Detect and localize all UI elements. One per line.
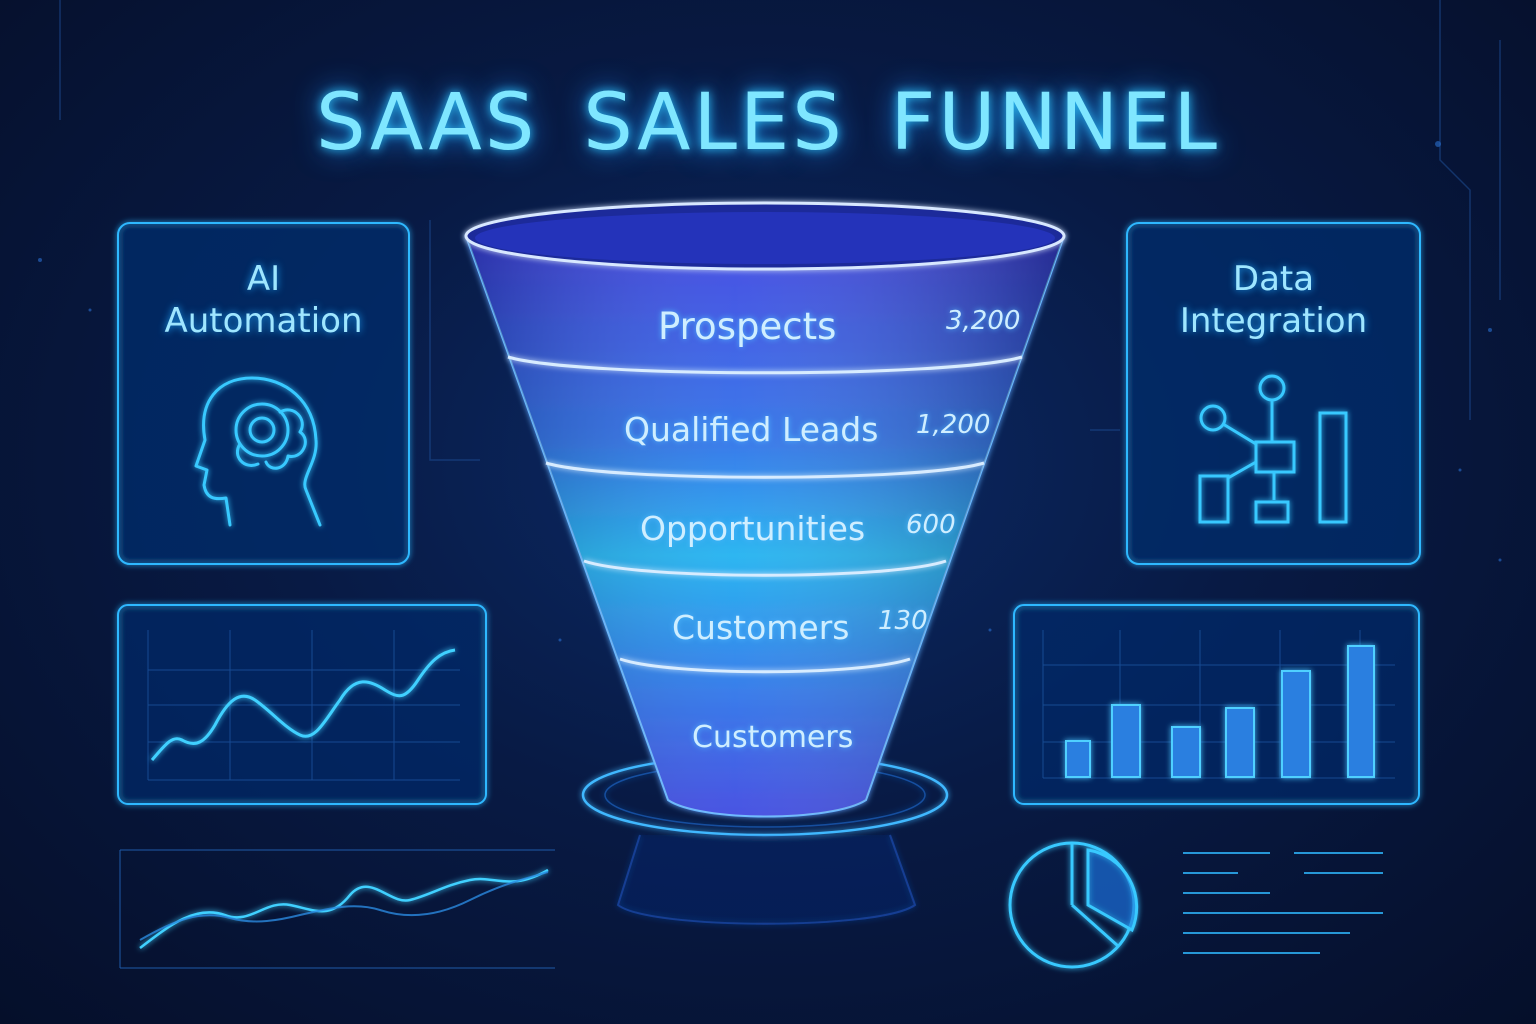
funnel-dividers [507, 355, 1023, 674]
ai-automation-title: AI Automation [118, 258, 409, 342]
funnel [464, 201, 1066, 818]
data-integration-title-line2: Integration [1179, 301, 1368, 341]
bar-chart-bars [1065, 645, 1375, 778]
funnel-stage-value: 130 [878, 606, 928, 636]
data-flow-icon [1198, 374, 1348, 524]
funnel-stage-value: 3,200 [946, 306, 1021, 336]
ai-automation-title-line2: Automation [164, 301, 363, 341]
legend-lines [1183, 852, 1383, 954]
funnel-stage-value: 1,200 [916, 410, 991, 440]
bar-4 [1225, 707, 1255, 778]
line-chart-series [150, 648, 456, 761]
bar-chart-grid [1042, 630, 1395, 779]
funnel-base [581, 753, 949, 925]
data-integration-title-line1: Data [1232, 259, 1315, 299]
funnel-stage-label: Opportunities [640, 509, 866, 548]
bar-1 [1065, 740, 1091, 778]
pie-chart-icon [1008, 841, 1139, 969]
bottom-left-wave-chart [119, 849, 555, 969]
bar-2 [1111, 704, 1141, 778]
funnel-stage-label: Customers [692, 720, 854, 755]
bar-3 [1171, 726, 1201, 778]
bar-5 [1281, 670, 1311, 778]
page-title: SAAS SALES FUNNEL [316, 78, 1220, 168]
bar-6 [1347, 645, 1375, 778]
funnel-stage-label: Qualified Leads [624, 410, 879, 449]
data-integration-title: Data Integration [1127, 258, 1420, 342]
funnel-stage-value: 600 [906, 510, 956, 540]
circuit-traces [59, 0, 1501, 461]
background-dots [38, 141, 1502, 642]
head-brain-icon [194, 376, 322, 527]
funnel-stage-label: Customers [672, 608, 850, 647]
funnel-stage-label: Prospects [658, 305, 837, 348]
ai-automation-card[interactable] [117, 222, 410, 565]
ai-automation-title-line1: AI [246, 259, 281, 299]
